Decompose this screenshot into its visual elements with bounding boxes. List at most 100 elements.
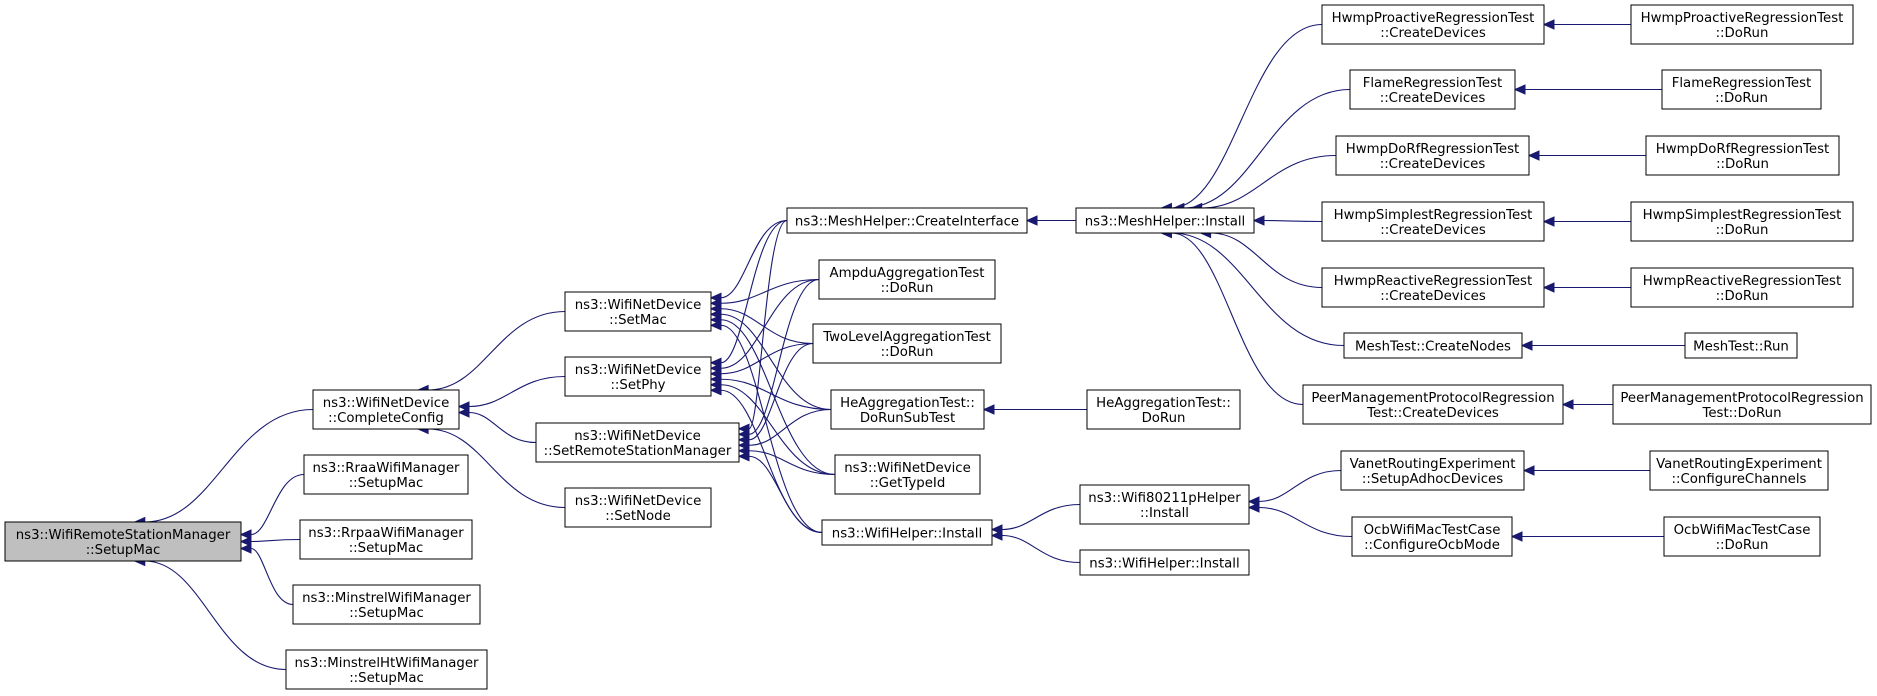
edge-raa-to-root xyxy=(239,473,305,540)
node-box xyxy=(834,454,981,495)
edge-ampdu-to-setrsm xyxy=(737,278,820,440)
node-heagg[interactable]: HeAggregationTest::DoRunSubTest xyxy=(830,389,985,430)
edge-line xyxy=(1258,469,1342,503)
node-meshtest-r[interactable]: MeshTest::Run xyxy=(1684,332,1798,359)
node-hwmppro[interactable]: HwmpProactiveRegressionTest::CreateDevic… xyxy=(1321,4,1545,45)
node-label-line: HwmpProactiveRegressionTest xyxy=(1641,11,1844,26)
edge-line xyxy=(144,560,287,671)
edge-line xyxy=(1201,154,1337,209)
node-label-line: ::SetupMac xyxy=(86,543,161,558)
node-setphy[interactable]: ns3::WifiNetDevice::SetPhy xyxy=(564,356,712,397)
edge-w80211p-to-wifihelper xyxy=(990,503,1081,535)
node-ampdu[interactable]: AmpduAggregationTest::DoRun xyxy=(818,259,996,300)
node-box xyxy=(1630,4,1854,45)
node-label-line: ::ConfigureChannels xyxy=(1672,472,1807,487)
node-label-line: ::DoRun xyxy=(1716,538,1769,553)
edge-line xyxy=(720,308,814,345)
node-label-line: DoRun xyxy=(1142,411,1186,426)
edge-arrowhead xyxy=(239,529,252,540)
node-w80211p[interactable]: ns3::Wifi80211pHelper::Install xyxy=(1079,484,1250,525)
node-hwmpreac[interactable]: HwmpReactiveRegressionTest::CreateDevice… xyxy=(1321,267,1545,308)
node-setmac[interactable]: ns3::WifiNetDevice::SetMac xyxy=(564,291,712,332)
nodes-layer: ns3::WifiRemoteStationManager::SetupMacn… xyxy=(4,4,1872,690)
node-rpaa[interactable]: ns3::RrpaaWifiManager::SetupMac xyxy=(299,519,473,560)
node-hwmpdorf[interactable]: HwmpDoRfRegressionTest::CreateDevices xyxy=(1335,135,1530,176)
node-minstrelht[interactable]: ns3::MinstrelHtWifiManager::SetupMac xyxy=(285,649,488,690)
edge-line xyxy=(720,278,820,304)
node-label-line: ::DoRun xyxy=(881,281,934,296)
edges-layer xyxy=(133,19,1685,671)
node-peer[interactable]: PeerManagementProtocolRegressionTest::Cr… xyxy=(1302,384,1564,425)
edge-flame-to-mhinstall xyxy=(1172,88,1351,214)
node-label-line: ::SetupMac xyxy=(349,541,424,556)
node-gettypeid[interactable]: ns3::WifiNetDevice::GetTypeId xyxy=(834,454,981,495)
node-label-line: ::GetTypeId xyxy=(870,476,946,491)
node-label-line: ::SetMac xyxy=(609,313,667,328)
edge-arrowhead xyxy=(709,319,722,331)
node-cc[interactable]: ns3::WifiNetDevice::CompleteConfig xyxy=(312,389,460,430)
node-wifihelper2[interactable]: ns3::WifiHelper::Install xyxy=(1079,549,1250,576)
node-hwmpsimp-r[interactable]: HwmpSimplestRegressionTest::DoRun xyxy=(1630,201,1854,242)
node-peer-r[interactable]: PeerManagementProtocolRegressionTest::Do… xyxy=(1612,384,1872,425)
node-hwmpdorf-r[interactable]: HwmpDoRfRegressionTest::DoRun xyxy=(1645,135,1840,176)
node-vanet-r[interactable]: VanetRoutingExperiment::ConfigureChannel… xyxy=(1649,450,1829,491)
node-ocb[interactable]: OcbWifiMacTestCase::ConfigureOcbMode xyxy=(1351,516,1513,557)
edge-mhci-to-setmac xyxy=(709,219,788,304)
node-label-line: PeerManagementProtocolRegression xyxy=(1311,391,1554,406)
edge-line xyxy=(1263,219,1323,223)
node-wifihelper[interactable]: ns3::WifiHelper::Install xyxy=(821,519,993,546)
node-mhci[interactable]: ns3::MeshHelper::CreateInterface xyxy=(786,207,1028,234)
edge-line xyxy=(720,324,823,534)
node-label-line: HwmpDoRfRegressionTest xyxy=(1346,142,1519,157)
node-hwmppro-r[interactable]: HwmpProactiveRegressionTest::DoRun xyxy=(1630,4,1854,45)
node-label-line: ::SetupAdhocDevices xyxy=(1362,472,1503,487)
node-mhinstall[interactable]: ns3::MeshHelper::Install xyxy=(1075,207,1255,234)
edge-arrowhead xyxy=(709,384,722,396)
node-label-line: ns3::WifiNetDevice xyxy=(574,429,701,444)
node-setrsm[interactable]: ns3::WifiNetDevice::SetRemoteStationMana… xyxy=(535,422,740,463)
node-label-line: HwmpSimplestRegressionTest xyxy=(1334,208,1533,223)
node-box xyxy=(285,649,488,690)
edge-line xyxy=(720,384,836,476)
edge-wifihelper-to-setrsm xyxy=(737,450,823,534)
edge-arrowhead xyxy=(1542,19,1555,30)
edge-hwmpdorf-to-mhinstall xyxy=(1190,154,1337,214)
node-root[interactable]: ns3::WifiRemoteStationManager::SetupMac xyxy=(4,521,242,562)
node-box xyxy=(821,519,993,546)
node-box xyxy=(1321,267,1545,308)
node-label-line: ns3::WifiHelper::Install xyxy=(1089,557,1239,572)
node-flame-r[interactable]: FlameRegressionTest::DoRun xyxy=(1661,69,1822,110)
node-box xyxy=(1684,332,1798,359)
edge-wifihelper-to-setmac xyxy=(709,319,823,534)
edge-line xyxy=(720,219,788,364)
node-label-line: ns3::MeshHelper::Install xyxy=(1085,215,1246,230)
node-meshtest[interactable]: MeshTest::CreateNodes xyxy=(1343,332,1523,359)
node-label-line: ns3::WifiHelper::Install xyxy=(832,527,982,542)
node-vanet[interactable]: VanetRoutingExperiment::SetupAdhocDevice… xyxy=(1340,450,1525,491)
node-setnode[interactable]: ns3::WifiNetDevice::SetNode xyxy=(564,487,712,528)
edge-line xyxy=(1171,23,1323,209)
node-box xyxy=(1645,135,1840,176)
edge-ocb-to-w80211p xyxy=(1247,502,1353,538)
node-box xyxy=(1661,69,1822,110)
node-twolevel[interactable]: TwoLevelAggregationTest::DoRun xyxy=(812,323,1002,364)
edge-arrowhead xyxy=(1513,84,1526,95)
node-hwmpreac-r[interactable]: HwmpReactiveRegressionTest::DoRun xyxy=(1630,267,1854,308)
node-label-line: ::DoRun xyxy=(881,345,934,360)
node-ocb-r[interactable]: OcbWifiMacTestCase::DoRun xyxy=(1663,516,1821,557)
node-box xyxy=(1663,516,1821,557)
node-hwmpsimp[interactable]: HwmpSimplestRegressionTest::CreateDevice… xyxy=(1321,201,1545,242)
node-heagg2[interactable]: HeAggregationTest::DoRun xyxy=(1086,389,1241,430)
node-label-line: ::SetupMac xyxy=(349,606,424,621)
node-minstrel[interactable]: ns3::MinstrelWifiManager::SetupMac xyxy=(292,584,481,625)
node-label-line: ::SetNode xyxy=(605,509,671,524)
node-label-line: HwmpDoRfRegressionTest xyxy=(1656,142,1829,157)
node-flame[interactable]: FlameRegressionTest::CreateDevices xyxy=(1349,69,1516,110)
node-box xyxy=(299,519,473,560)
edge-twolevel-to-setrsm xyxy=(737,342,814,446)
node-box xyxy=(1321,201,1545,242)
node-box xyxy=(812,323,1002,364)
node-box xyxy=(1075,207,1255,234)
node-raa[interactable]: ns3::RraaWifiManager::SetupMac xyxy=(303,454,469,495)
edge-line xyxy=(468,411,537,444)
